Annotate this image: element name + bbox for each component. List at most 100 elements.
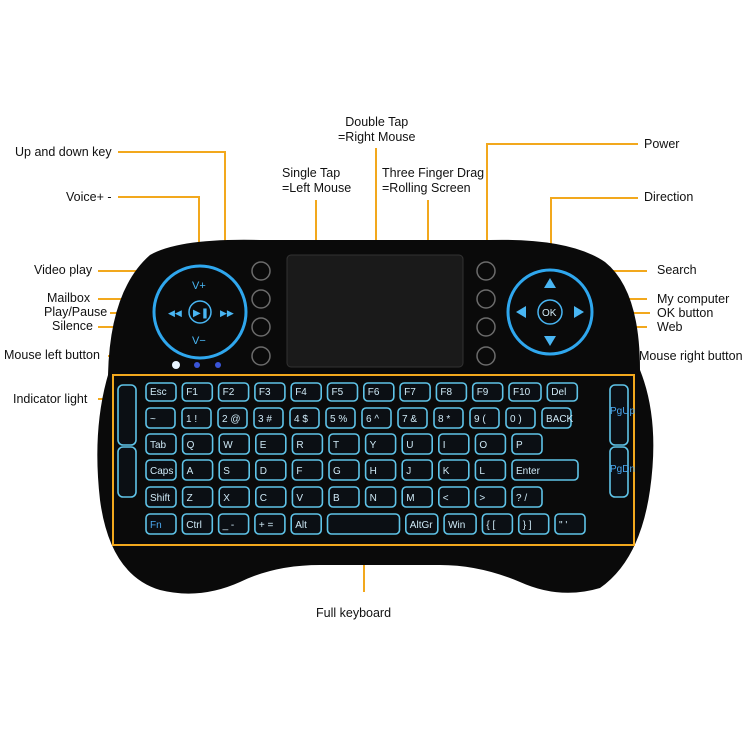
key-r0-4[interactable] <box>290 382 323 402</box>
video-play-button[interactable] <box>251 261 271 281</box>
key-r0-9[interactable] <box>471 382 504 402</box>
key-r3-7[interactable] <box>401 459 434 481</box>
key-r4-5[interactable] <box>328 486 360 508</box>
key-r3-9[interactable] <box>474 459 507 481</box>
key-r2-4[interactable] <box>291 433 324 455</box>
key-r3-5[interactable] <box>328 459 360 481</box>
key-r4-3[interactable] <box>255 486 287 508</box>
key-r5-8[interactable] <box>481 513 514 535</box>
touchpad[interactable] <box>286 254 464 368</box>
key-r2-2[interactable] <box>218 433 250 455</box>
key-r5-10[interactable] <box>554 513 586 535</box>
key-r2-1[interactable] <box>181 433 214 455</box>
key-r1-1[interactable] <box>181 407 212 429</box>
key-r3-3[interactable] <box>255 459 287 481</box>
key-r1-9[interactable] <box>469 407 500 429</box>
key-r1-5[interactable] <box>325 407 356 429</box>
key-r5-2[interactable] <box>217 513 250 535</box>
key-r0-11[interactable] <box>546 382 579 402</box>
key-r0-0[interactable] <box>145 382 177 402</box>
silence-button[interactable] <box>251 317 271 337</box>
arrow-right-icon[interactable] <box>574 306 584 318</box>
key-r1-6[interactable] <box>361 407 392 429</box>
key-r1-3[interactable] <box>253 407 284 429</box>
key-label-r1-0: ~ <box>150 414 156 425</box>
key-r1-10[interactable] <box>505 407 536 429</box>
key-r2-5[interactable] <box>328 433 360 455</box>
key-r0-6[interactable] <box>362 382 395 402</box>
key-r3-4[interactable] <box>291 459 324 481</box>
key-r0-5[interactable] <box>326 382 359 402</box>
key-r3-0[interactable] <box>145 459 177 481</box>
key-r1-11[interactable] <box>541 407 572 429</box>
key-r0-8[interactable] <box>435 382 468 402</box>
key-r5-1[interactable] <box>181 513 214 535</box>
key-label-r1-4: 4 $ <box>294 414 308 425</box>
key-r1-2[interactable] <box>217 407 248 429</box>
prev-icon[interactable]: ◀◀ <box>168 309 182 319</box>
key-r4-9[interactable] <box>474 486 507 508</box>
key-r5-5[interactable] <box>326 513 401 535</box>
key-r3-6[interactable] <box>364 459 397 481</box>
my-computer-button[interactable] <box>476 289 496 309</box>
key-r0-3[interactable] <box>254 382 286 402</box>
direction-pad-ring <box>506 268 594 356</box>
key-r2-9[interactable] <box>474 433 507 455</box>
key-r2-8[interactable] <box>437 433 470 455</box>
mouse-right-button[interactable] <box>476 346 496 366</box>
key-r0-2[interactable] <box>217 382 250 402</box>
ok-button[interactable] <box>537 299 563 325</box>
key-r2-7[interactable] <box>401 433 434 455</box>
key-r0-7[interactable] <box>399 382 431 402</box>
key-r2-3[interactable] <box>255 433 287 455</box>
side-key-pgup[interactable] <box>609 384 629 446</box>
play-pause-icon: ▶❚ <box>193 308 209 319</box>
key-r5-6[interactable] <box>404 513 439 535</box>
arrow-down-icon[interactable] <box>544 336 556 346</box>
key-r5-7[interactable] <box>443 513 477 535</box>
key-r0-1[interactable] <box>181 382 214 402</box>
web-button[interactable] <box>476 317 496 337</box>
key-r4-1[interactable] <box>181 486 214 508</box>
key-r5-3[interactable] <box>254 513 286 535</box>
side-key-left-bottom[interactable] <box>117 446 137 498</box>
mailbox-button[interactable] <box>251 289 271 309</box>
key-label-r3-4: F <box>296 466 302 477</box>
key-r3-10[interactable] <box>511 459 579 481</box>
key-label-r0-6: F6 <box>368 387 380 398</box>
search-button[interactable] <box>476 261 496 281</box>
arrow-up-icon[interactable] <box>544 278 556 288</box>
volume-down-label[interactable]: V− <box>192 335 206 347</box>
side-key-pgdn[interactable] <box>609 446 629 498</box>
key-r5-9[interactable] <box>517 513 550 535</box>
next-icon[interactable]: ▶▶ <box>220 309 234 319</box>
key-r1-8[interactable] <box>433 407 464 429</box>
play-pause-button[interactable] <box>188 300 212 324</box>
key-r0-10[interactable] <box>508 382 542 402</box>
key-r2-6[interactable] <box>364 433 397 455</box>
key-r4-7[interactable] <box>401 486 434 508</box>
arrow-left-icon[interactable] <box>516 306 526 318</box>
mouse-left-button[interactable] <box>251 346 271 366</box>
key-label-r2-10: P <box>516 440 523 451</box>
key-label-r5-1: Ctrl <box>186 520 202 531</box>
key-label-r0-1: F1 <box>186 387 198 398</box>
key-r1-4[interactable] <box>289 407 320 429</box>
key-r5-0[interactable] <box>145 513 177 535</box>
key-r3-2[interactable] <box>218 459 250 481</box>
key-r3-1[interactable] <box>181 459 214 481</box>
volume-up-label[interactable]: V+ <box>192 280 206 292</box>
side-key-left-top[interactable] <box>117 384 137 446</box>
key-r4-4[interactable] <box>291 486 324 508</box>
key-r4-0[interactable] <box>145 486 177 508</box>
key-r5-4[interactable] <box>290 513 323 535</box>
key-r4-2[interactable] <box>218 486 250 508</box>
key-r4-6[interactable] <box>364 486 397 508</box>
key-r2-10[interactable] <box>511 433 543 455</box>
key-r4-10[interactable] <box>511 486 543 508</box>
key-r1-7[interactable] <box>397 407 428 429</box>
key-r3-8[interactable] <box>437 459 470 481</box>
key-r1-0[interactable] <box>145 407 176 429</box>
key-r2-0[interactable] <box>145 433 177 455</box>
key-r4-8[interactable] <box>437 486 470 508</box>
